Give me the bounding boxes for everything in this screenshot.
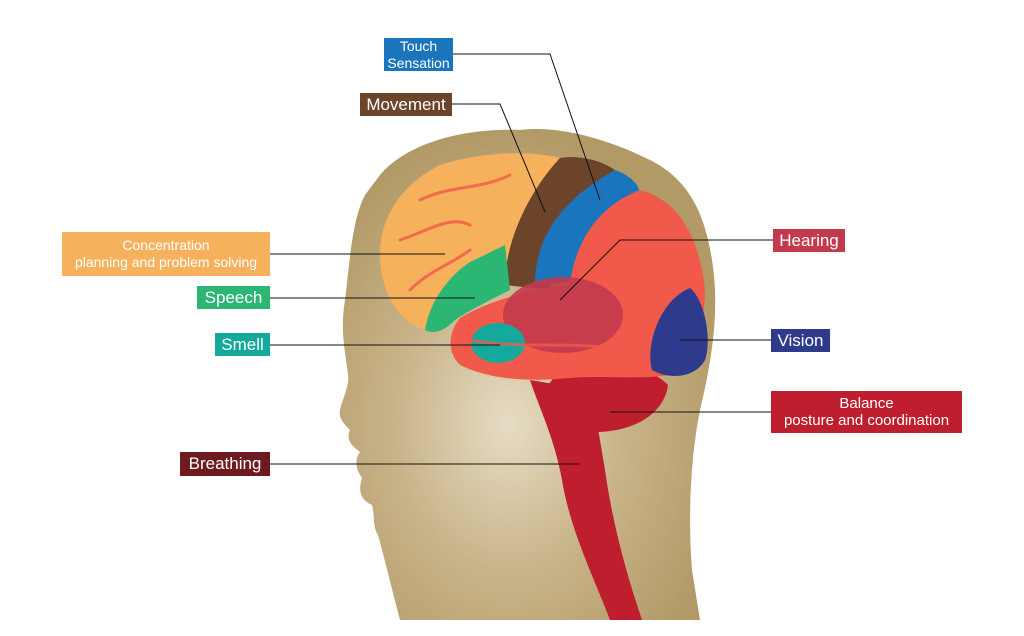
- label-text: Concentration: [122, 237, 210, 253]
- label-hearing: Hearing: [773, 229, 845, 252]
- label-text: Sensation: [387, 54, 450, 71]
- label-touch-sensation: Touch Sensation: [384, 38, 453, 71]
- label-text: posture and coordination: [783, 412, 950, 429]
- cerebellum: [540, 365, 668, 432]
- label-text: Balance: [839, 395, 894, 412]
- brain-stem: [530, 380, 642, 620]
- leader-lines: [270, 53, 773, 465]
- label-text: Smell: [221, 334, 264, 354]
- label-text: Movement: [366, 94, 446, 114]
- auditory-cortex: [503, 277, 623, 353]
- label-text: Vision: [777, 330, 824, 350]
- label-text: Speech: [204, 287, 263, 307]
- label-text: Hearing: [779, 230, 839, 250]
- sensory-cortex: [535, 170, 640, 285]
- label-text: Breathing: [188, 454, 262, 473]
- visual-cortex: [650, 288, 708, 376]
- label-breathing: Breathing: [180, 452, 270, 476]
- speech-area: [425, 245, 510, 332]
- label-text: planning and problem solving: [74, 254, 258, 270]
- brain-gyri: [398, 173, 666, 352]
- label-concentration: Concentration planning and problem solvi…: [62, 232, 270, 276]
- label-smell: Smell: [215, 333, 270, 356]
- label-movement: Movement: [360, 93, 452, 116]
- label-vision: Vision: [771, 329, 830, 352]
- label-text: Touch: [399, 37, 438, 54]
- label-speech: Speech: [197, 286, 270, 309]
- label-balance: Balance posture and coordination: [771, 391, 962, 433]
